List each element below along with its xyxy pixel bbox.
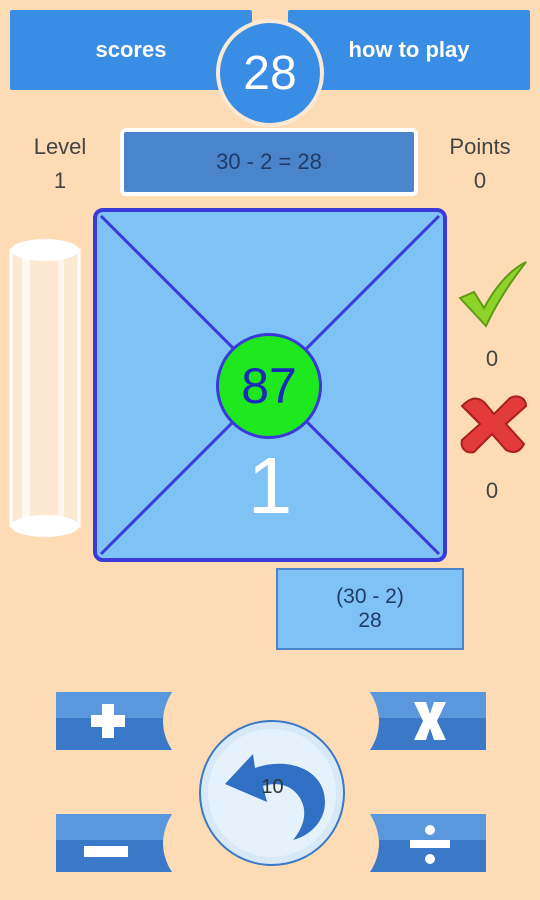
undo-button[interactable] (197, 718, 347, 868)
current-number: 1 (247, 441, 293, 530)
level-label: Level (33, 134, 87, 159)
divide-icon (410, 825, 450, 864)
undo-arrow-icon (225, 754, 325, 840)
minus-icon (84, 846, 128, 857)
history-panel: (30 - 2) 28 (276, 568, 464, 650)
divide-button[interactable] (366, 812, 490, 874)
scores-button[interactable]: scores (10, 10, 252, 90)
points-value: 0 (473, 168, 487, 193)
center-number[interactable]: 87 (216, 333, 322, 439)
wrong-count: 0 (485, 478, 499, 503)
wrong-icon (460, 395, 528, 454)
times-icon (414, 702, 446, 740)
target-number: 28 (216, 19, 324, 127)
expression-display: 30 - 2 = 28 (120, 128, 418, 196)
history-result: 28 (358, 609, 382, 632)
plus-button[interactable] (52, 690, 176, 752)
how-to-play-label: how to play (348, 37, 470, 62)
scores-label: scores (95, 37, 167, 62)
progress-tube (9, 239, 81, 537)
how-to-play-button[interactable]: how to play (288, 10, 530, 90)
undo-count: 10 (261, 776, 284, 798)
minus-button[interactable] (52, 812, 176, 874)
plus-icon (91, 704, 125, 738)
check-icon (458, 261, 527, 328)
multiply-button[interactable] (366, 690, 490, 752)
correct-count: 0 (485, 346, 499, 371)
points-label: Points (449, 134, 511, 159)
history-expression: (30 - 2) (336, 585, 404, 608)
level-value: 1 (53, 168, 67, 193)
